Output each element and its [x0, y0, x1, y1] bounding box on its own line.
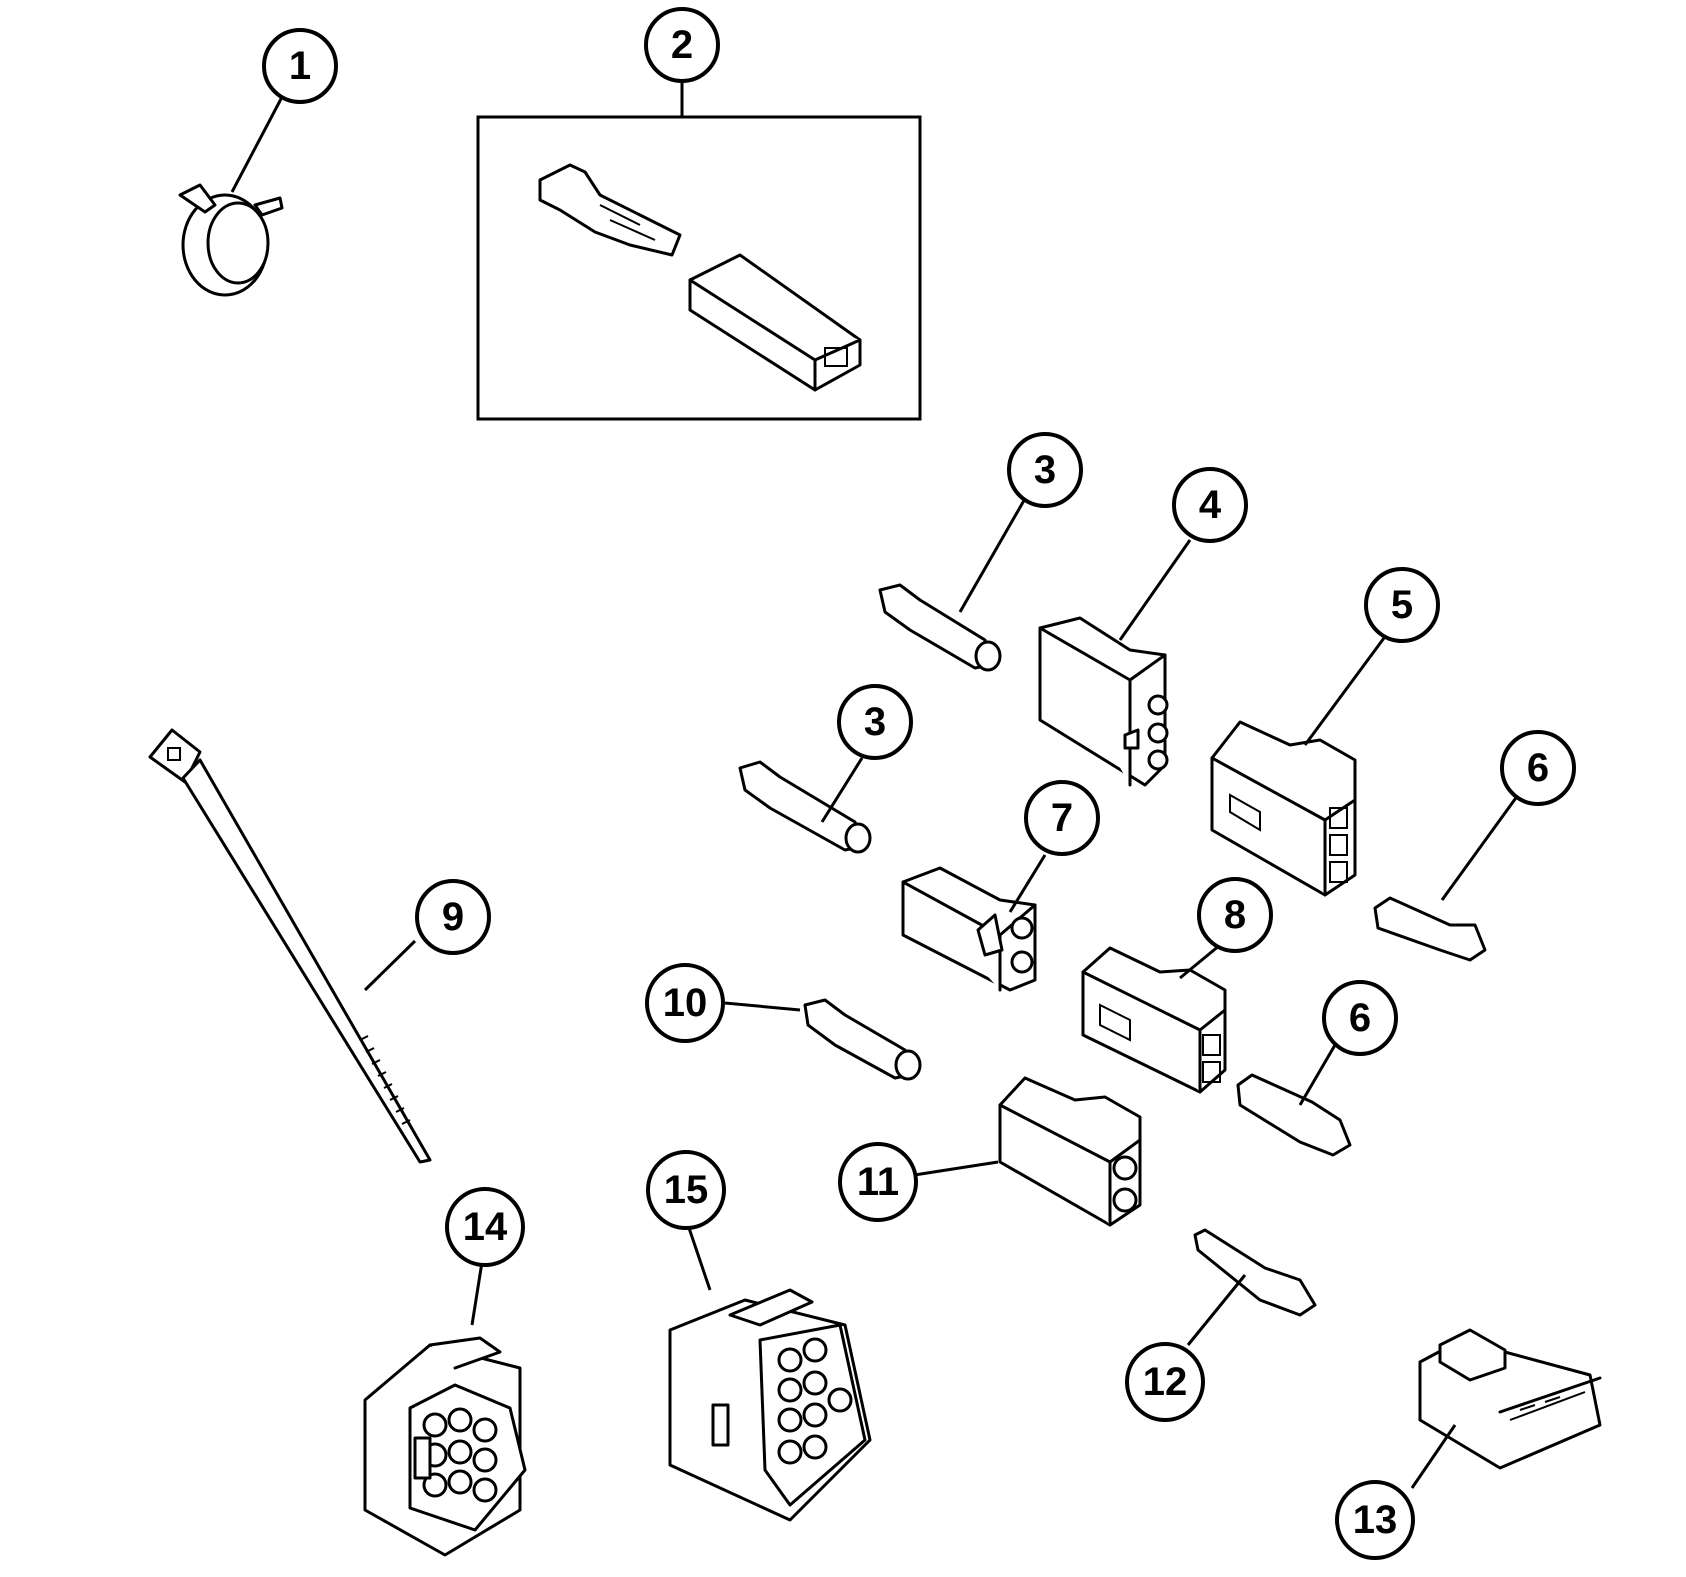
callout-5: 5: [1364, 567, 1440, 643]
callout-7: 7: [1024, 780, 1100, 856]
part-8-housing: [1081, 946, 1227, 1094]
part-15-pin-holes: [777, 1337, 853, 1465]
callout-2: 2: [644, 7, 720, 83]
leader-3a: [958, 489, 1032, 613]
callout-3b-label: 3: [864, 700, 886, 744]
callout-15-label: 15: [664, 1168, 709, 1212]
leader-6b: [1298, 1044, 1337, 1106]
callout-7-label: 7: [1051, 796, 1073, 840]
callout-6a: 6: [1500, 730, 1576, 806]
leader-15: [686, 1224, 712, 1291]
callout-10-label: 10: [663, 981, 708, 1025]
part-11-connector: [998, 1076, 1142, 1227]
callout-9-label: 9: [442, 895, 464, 939]
callout-14-label: 14: [463, 1205, 508, 1249]
callout-14: 14: [445, 1187, 525, 1267]
callout-4-label: 4: [1199, 483, 1222, 527]
callout-6b-label: 6: [1349, 996, 1371, 1040]
callout-4: 4: [1172, 467, 1248, 543]
leader-7: [1008, 854, 1047, 913]
part-6b-terminal: [1236, 1073, 1352, 1157]
part-14-pin-holes: [422, 1407, 498, 1503]
callout-5-label: 5: [1391, 583, 1413, 627]
callout-15: 15: [646, 1150, 726, 1230]
part-1-clamp: [178, 183, 284, 297]
leader-10: [724, 1001, 801, 1012]
callout-1-label: 1: [289, 44, 311, 88]
callout-9: 9: [415, 879, 491, 955]
part-15-housing: [668, 1288, 872, 1522]
part-13-connector: [1418, 1328, 1602, 1470]
callout-6a-label: 6: [1527, 746, 1549, 790]
leader-12: [1186, 1274, 1247, 1346]
callout-2-label: 2: [671, 23, 693, 67]
callout-10: 10: [645, 963, 725, 1043]
callout-11: 11: [838, 1142, 918, 1222]
leader-5: [1303, 637, 1386, 746]
callout-12: 12: [1125, 1342, 1205, 1422]
part-9-cable-tie: [148, 728, 432, 1164]
leader-14: [470, 1261, 484, 1326]
part-4-connector: [1038, 616, 1169, 787]
leader-1: [230, 96, 284, 193]
part-7-connector: [901, 866, 1037, 992]
leader-6a: [1440, 794, 1520, 901]
leader-13: [1410, 1424, 1457, 1489]
leader-8: [1179, 943, 1221, 980]
callout-3a: 3: [1007, 432, 1083, 508]
part-10-terminal: [803, 998, 922, 1081]
part-3a-terminal: [878, 583, 1002, 672]
part-14-housing: [363, 1336, 527, 1557]
callout-13-label: 13: [1353, 1498, 1398, 1542]
leader-9: [363, 939, 417, 992]
callout-12-label: 12: [1143, 1360, 1188, 1404]
callout-1: 1: [262, 28, 338, 104]
part-6a-terminal: [1373, 896, 1487, 962]
callout-3b: 3: [837, 684, 913, 760]
leader-4: [1118, 539, 1192, 641]
part-2-insulator: [688, 253, 862, 392]
callout-3a-label: 3: [1034, 448, 1056, 492]
part-2-terminal: [538, 163, 682, 257]
callout-8: 8: [1197, 877, 1273, 953]
callout-11-label: 11: [857, 1160, 899, 1204]
leader-lines: [230, 82, 1520, 1489]
callout-8-label: 8: [1224, 893, 1246, 937]
callout-6b: 6: [1322, 980, 1398, 1056]
callout-13: 13: [1335, 1480, 1415, 1560]
part-3b-terminal: [738, 760, 872, 854]
part-5-housing: [1210, 720, 1357, 897]
part-12-pin-terminal: [1193, 1228, 1317, 1317]
part-2-box: [476, 115, 922, 421]
leader-3b: [820, 757, 864, 823]
